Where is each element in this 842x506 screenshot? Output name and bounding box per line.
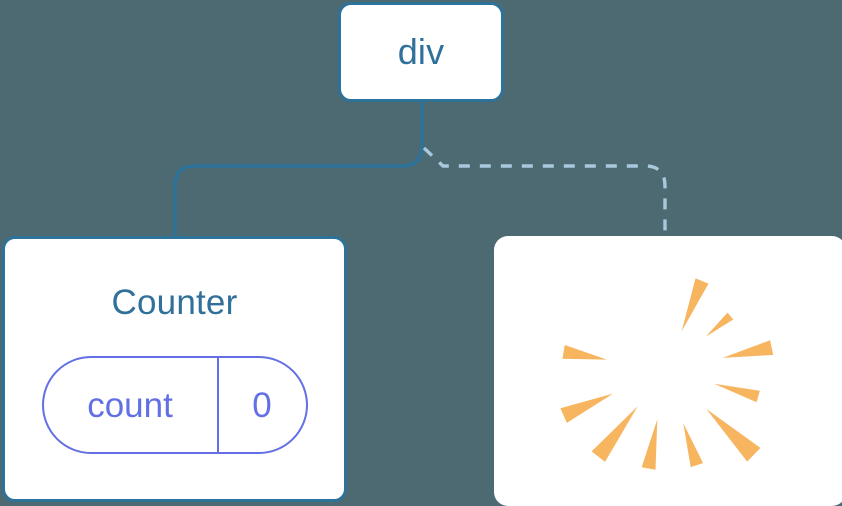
counter-node[interactable]: Counter count 0	[2, 236, 347, 502]
counter-state-pill[interactable]: count 0	[41, 356, 308, 454]
burst-ray-2	[722, 340, 774, 358]
state-value-label: 0	[252, 385, 272, 425]
burst-ray-6	[641, 419, 658, 470]
edge-div-to-counter	[173, 101, 424, 237]
div-node[interactable]: div	[338, 2, 504, 102]
burst-ray-3	[714, 383, 760, 403]
burst-ray-4	[706, 408, 761, 462]
sparkle-burst-icon	[560, 278, 774, 470]
burst-ray-5	[683, 423, 704, 468]
burst-ray-7	[591, 406, 638, 462]
burst-ray-9	[562, 345, 607, 360]
burst-ray-8	[560, 393, 613, 423]
counter-node-label: Counter	[111, 283, 238, 322]
burst-ray-1	[705, 312, 734, 337]
div-node-label: div	[397, 31, 445, 72]
state-key-label: count	[44, 358, 219, 452]
burst-node[interactable]	[494, 236, 842, 506]
edge-div-to-burst	[422, 146, 667, 237]
burst-ray-0	[681, 278, 709, 332]
